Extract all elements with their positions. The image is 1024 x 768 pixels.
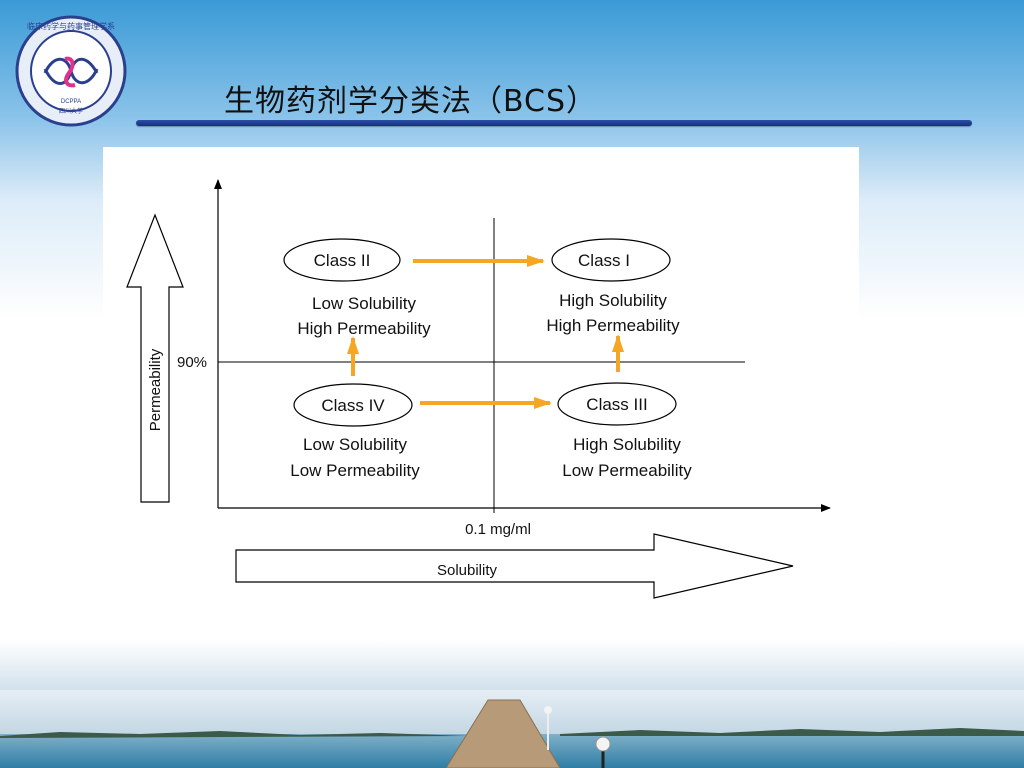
bcs-diagram-panel <box>103 147 859 617</box>
permeability-label: Permeability <box>147 348 164 431</box>
class-i-ellipse <box>551 238 671 282</box>
class-iv-solubility: Low Solubility <box>303 435 407 454</box>
svg-text:DCPPA: DCPPA <box>61 99 81 105</box>
class-ii-solubility: Low Solubility <box>312 294 416 313</box>
seascape-decoration <box>0 690 1024 768</box>
title-underline <box>136 120 972 126</box>
class-iii-solubility: High Solubility <box>573 435 681 454</box>
class-iii-ellipse <box>557 382 677 426</box>
class-iv-label: Class IV <box>321 396 385 415</box>
svg-text:临床药学与药事管理学系: 临床药学与药事管理学系 <box>27 21 115 31</box>
class-iv-permeability: Low Permeability <box>290 461 420 480</box>
class-ii-permeability: High Permeability <box>297 319 431 338</box>
solubility-label: Solubility <box>437 562 498 579</box>
solubility-arrow <box>235 533 794 599</box>
class-i-label: Class I <box>578 251 630 270</box>
svg-text:四川大学: 四川大学 <box>59 107 83 115</box>
permeability-threshold-label: 90% <box>177 354 207 371</box>
slide-title: 生物药剂学分类法（BCS） <box>224 84 598 119</box>
logo-text: DCPPA 四川大学 临床药学与药事管理学系 <box>27 21 115 115</box>
class-ii-ellipse <box>283 238 401 282</box>
class-i-permeability: High Permeability <box>546 316 680 335</box>
class-ii-label: Class II <box>314 251 371 270</box>
class-iii-permeability: Low Permeability <box>562 461 692 480</box>
permeability-arrow <box>126 213 184 503</box>
solubility-threshold-label: 0.1 mg/ml <box>465 521 531 538</box>
pier <box>445 699 561 768</box>
class-iv-ellipse <box>293 383 413 427</box>
class-iii-label: Class III <box>586 395 647 414</box>
university-logo: DCPPA 四川大学 临床药学与药事管理学系 <box>15 15 127 127</box>
class-i-solubility: High Solubility <box>559 291 667 310</box>
